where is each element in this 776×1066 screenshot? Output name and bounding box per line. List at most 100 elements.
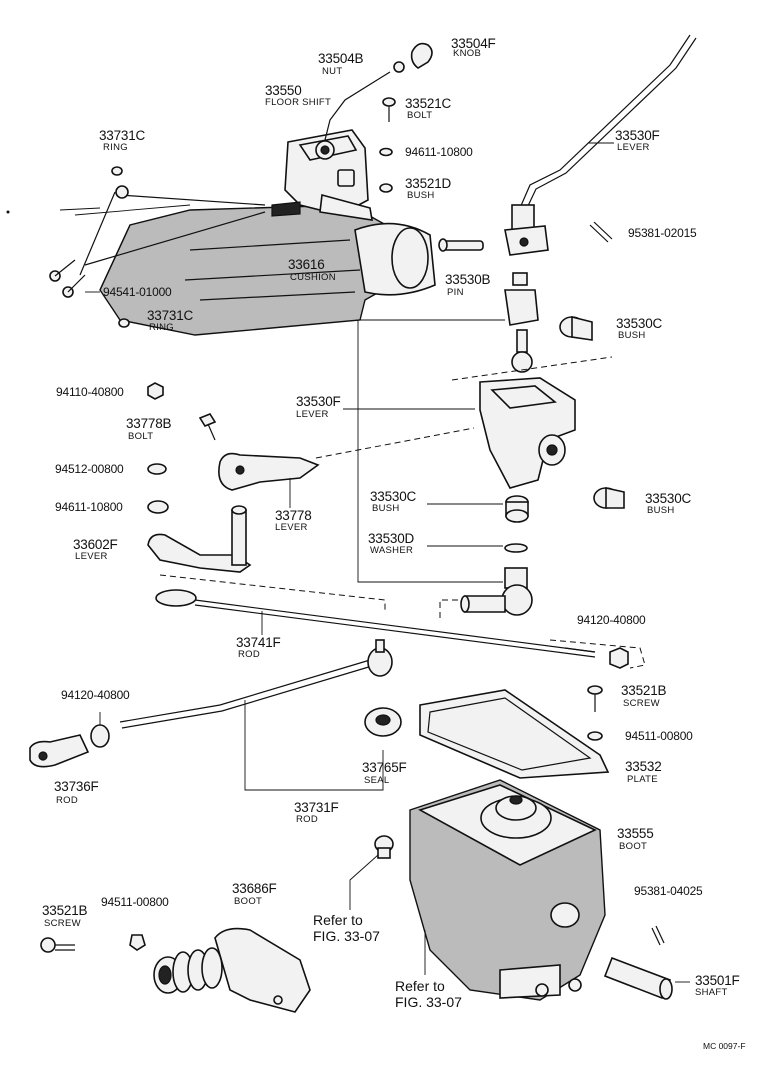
name-33731F: ROD [296,814,319,825]
reference-note-bottom: Refer to FIG. 33-07 [395,978,462,1010]
cotter-pin-95381-04025 [651,925,665,946]
ring-33731C-bottom [118,318,130,328]
projection-line-1 [451,356,613,381]
label-94611-mid: 94611-10800 [55,500,123,514]
leader-refer-top [349,854,379,910]
cotter-pin-95381-02015 [589,221,613,243]
label-33736F: 33736F [54,779,99,794]
label-33504F: 33504F [451,36,496,51]
name-33530C-top: BUSH [618,330,646,341]
rod-end-33736F [29,734,90,768]
lever-33602F [147,505,252,573]
name-33731C-top: RING [103,142,128,153]
label-33521B-left: 33521B [42,903,88,918]
nut-94110 [147,382,164,400]
ball-joint-upper [504,272,539,373]
label-33731C-bottom: 33731C [147,308,194,323]
clip-94541 [49,259,86,298]
label-33602F: 33602F [73,537,118,552]
reference-top-line1: Refer to [313,912,363,928]
name-33532: PLATE [627,774,658,785]
name-33616: CUSHION [290,272,336,283]
washer-94611-top [379,147,393,157]
label-33530F-mid: 33530F [296,394,341,409]
rod-33741F [155,589,596,658]
name-33530B: PIN [447,287,464,298]
projection-line-2 [315,427,475,459]
screw-33521B-left [40,937,75,953]
nut-94120-right [609,647,629,669]
bolt-33778B [198,413,217,441]
label-95381-02015: 95381-02015 [628,226,697,240]
name-33686F: BOOT [234,896,263,907]
label-33521B-right: 33521B [621,683,667,698]
shift-lever-33530F [504,34,697,256]
label-33521D: 33521D [405,176,452,191]
bush-33530C-top [559,315,593,341]
label-94512: 94512-00800 [55,462,124,476]
label-33765F: 33765F [362,760,407,775]
boot-33686F [153,927,311,1013]
name-33521B-right: SCREW [623,698,660,709]
label-33504B: 33504B [318,51,364,66]
name-33731C-bottom: RING [149,322,174,333]
label-33532: 33532 [625,759,662,774]
label-33731F: 33731F [294,800,339,815]
lever-33530F-mid [479,377,576,489]
name-33530F-top: LEVER [617,142,650,153]
label-94120-left: 94120-40800 [61,688,130,702]
reference-bottom-line1: Refer to [395,978,445,994]
name-33765F: SEAL [364,775,390,786]
name-33602F: LEVER [75,551,108,562]
name-33530F-mid: LEVER [296,409,329,420]
name-33778B: BOLT [128,431,154,442]
label-33741F: 33741F [236,635,281,650]
label-33530C-top: 33530C [616,316,663,331]
bush-33521D [379,183,393,193]
shift-housing-33555 [409,779,606,1001]
name-33530D: WASHER [370,545,414,556]
label-33778: 33778 [275,508,312,523]
seal-33765F [364,707,402,737]
name-33530C-mid: BUSH [372,503,400,514]
reference-bottom-line2: FIG. 33-07 [395,994,462,1011]
transmission-case [59,204,436,336]
label-33778B: 33778B [126,416,172,431]
name-33550: FLOOR SHIFT [265,97,332,108]
figure-code: MC 0097-F [703,1041,746,1051]
label-33530F-top: 33530F [615,128,660,143]
nut-33504B [393,61,405,73]
label-94110: 94110-40800 [56,385,124,399]
label-94541: 94541-01000 [103,285,172,299]
name-33521C: BOLT [407,110,433,121]
lockwasher-94511-left [129,934,146,951]
label-94611-top: 94611-10800 [405,145,473,159]
label-33555: 33555 [617,826,654,841]
label-33530C-right: 33530C [645,491,692,506]
reference-top-line2: FIG. 33-07 [313,928,380,945]
washer-33530D [504,543,528,553]
stray-mark [6,210,10,214]
label-33521C: 33521C [405,96,452,111]
lockwasher-94511-right [587,731,603,741]
label-94511-right: 94511-00800 [625,729,693,743]
projection-line-5 [549,639,646,669]
name-33741F: ROD [238,649,261,660]
floor-shift-assembly [79,71,391,276]
projection-line-3 [159,574,386,612]
label-33501F: 33501F [695,973,740,988]
bush-33530C-right [593,487,625,509]
bush-33530C-mid [505,495,529,523]
name-33736F: ROD [56,795,79,806]
leader-33731F-bracket [244,700,384,791]
label-94120-right: 94120-40800 [577,613,646,627]
screw-33521B-right [587,685,603,712]
label-33530B: 33530B [445,272,491,287]
reference-note-top: Refer to FIG. 33-07 [313,912,380,944]
plate-33532 [419,689,610,779]
washer-94611-mid [147,500,169,514]
name-33504B: NUT [322,66,343,77]
name-33521B-left: SCREW [44,918,81,929]
label-33550: 33550 [265,83,302,98]
